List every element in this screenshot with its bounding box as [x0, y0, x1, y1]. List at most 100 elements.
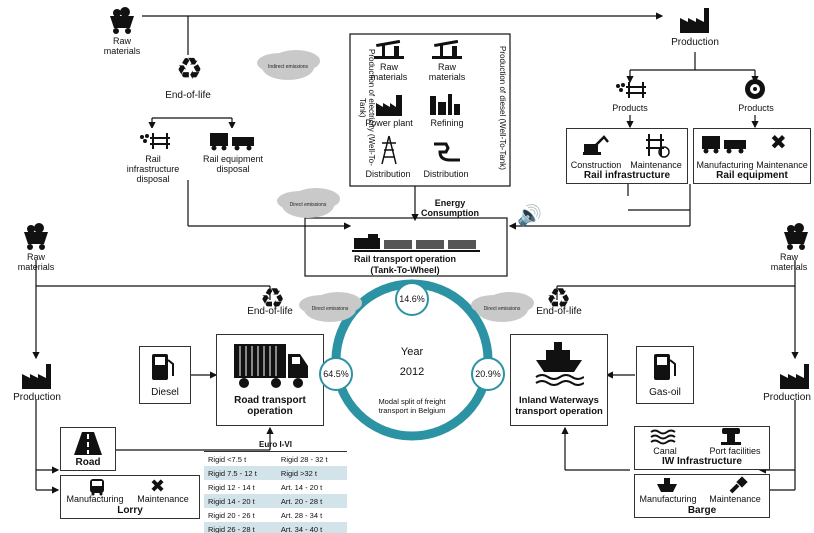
production-label-left: Production [13, 392, 61, 403]
mining-cart-icon-left [22, 220, 50, 255]
tank-to-wheel-label: (Tank-To-Wheel) [370, 265, 440, 275]
raw-materials-left-label: Raw materials [17, 252, 55, 272]
barge-label: Barge [687, 505, 717, 516]
rail-equip-disposal-label: Rail equipment disposal [202, 154, 264, 174]
products-2-label: Products [738, 103, 774, 113]
rail-infra-disposal-label: Rail infrastructure disposal [126, 154, 180, 184]
fuel-pump-icon [150, 352, 176, 387]
barge-box [634, 474, 770, 518]
maintenance-barge-label: Maintenance [709, 494, 761, 504]
table-cell: Rigid >32 t [276, 466, 347, 480]
production-label-right: Production [763, 392, 811, 403]
rail-operation-label: Rail transport operation [353, 254, 456, 264]
recycle-icon: ♻ [176, 53, 203, 86]
direct-emissions-cloud-rail: Direct emissions [282, 192, 334, 218]
mining-cart-icon-right [782, 220, 810, 255]
iw-infrastructure-title: IW Infrastructure [661, 456, 742, 467]
train-cars-icon [208, 131, 256, 156]
manufacturing-label-rail: Manufacturing [696, 160, 754, 170]
table-cell: Art. 34 - 40 t [276, 522, 347, 533]
barge-icon [656, 476, 678, 499]
table-cell: Rigid 28 - 32 t [280, 454, 328, 464]
ship-icon [534, 340, 585, 391]
train-cars-icon-2 [700, 134, 748, 159]
oil-pump-icon [372, 38, 406, 65]
direct-emissions-iww-label: Direct emissions [483, 306, 521, 312]
raw-materials-2-label: Raw materials [428, 62, 466, 82]
distribution-2-label: Distribution [423, 169, 469, 179]
mining-cart-icon [108, 4, 136, 39]
table-row: Rigid 20 - 26 t Art. 28 - 34 t [204, 508, 347, 522]
power-plant-label: Power plant [365, 118, 413, 128]
production-label-top: Production [671, 37, 719, 48]
wheel-disc-icon [744, 78, 766, 105]
raw-materials-right-label: Raw materials [770, 252, 808, 272]
rail-track-icon-2 [612, 80, 648, 105]
products-1-label: Products [612, 103, 648, 113]
modal-split-caption: Modal split of freight transport in Belg… [378, 397, 446, 415]
refinery-icon [428, 92, 462, 121]
road-label: Road [75, 457, 101, 468]
direct-emissions-label: Direct emissions [289, 202, 327, 208]
factory-icon-right [778, 360, 812, 395]
maintenance-2-label: Maintenance [756, 160, 808, 170]
maintenance-1-label: Maintenance [630, 160, 682, 170]
lorry-box [60, 475, 200, 519]
factory-icon [678, 4, 712, 39]
paint-brush-icon [728, 476, 748, 499]
speaker-noise-icon: 🔊 [517, 205, 542, 227]
distribution-1-label: Distribution [365, 169, 411, 179]
manufacturing-barge-label: Manufacturing [639, 494, 697, 504]
recycle-icon-right: ♻ [546, 283, 572, 314]
pct-iww-badge: 20.9% [471, 357, 505, 391]
table-cell: Rigid 26 - 28 t [204, 522, 277, 533]
tools-icon: ✖ [770, 132, 787, 154]
energy-consumption-label: Energy Consumption [421, 198, 479, 218]
raw-materials-label: Raw materials [103, 36, 141, 56]
direct-emissions-cloud-road: Direct emissions [304, 296, 356, 322]
power-tower-icon [378, 135, 400, 170]
factory-icon-left [20, 360, 54, 395]
lorry-label: Lorry [117, 505, 143, 516]
canal-label: Canal [653, 446, 677, 456]
year-value: 2012 [399, 366, 425, 378]
table-cell: Rigid 14 - 20 t [204, 494, 277, 508]
table-cell: Art. 14 - 20 t [280, 482, 323, 492]
table-cell: Rigid 7.5 - 12 t [204, 466, 277, 480]
direct-emissions-cloud-iww: Direct emissions [476, 296, 528, 322]
freight-train-icon [352, 232, 482, 259]
indirect-emissions-cloud: Indirect emissions [262, 54, 314, 80]
diesel-label: Diesel [151, 387, 179, 398]
oil-pump-icon-2 [430, 38, 464, 65]
pct-rail-badge: 14.6% [395, 282, 429, 316]
fuel-nozzle-icon [432, 138, 462, 167]
disposal-group [110, 128, 278, 180]
indirect-emissions-label: Indirect emissions [267, 64, 308, 70]
recycle-icon-left: ♻ [260, 283, 286, 314]
iww-operation-label: Inland Waterways transport operation [515, 395, 603, 417]
rail-equipment-title: Rail equipment [716, 170, 788, 181]
fuel-pump-icon-right [652, 352, 678, 387]
euro-table-header: Euro I-VI [204, 437, 347, 452]
table-cell: Rigid 20 - 26 t [208, 510, 255, 520]
pct-road-badge: 64.5% [319, 357, 353, 391]
road-operation-label: Road transport operation [234, 395, 306, 417]
direct-emissions-road-label: Direct emissions [311, 306, 349, 312]
end-of-life-label: End-of-life [165, 90, 211, 101]
power-plant-icon [374, 93, 404, 122]
end-of-life-left-label: End-of-life [247, 306, 293, 317]
year-label: Year [400, 346, 424, 358]
tools-icon-lorry: ✖ [150, 476, 166, 496]
gas-oil-label: Gas-oil [649, 387, 681, 398]
truck-icon [232, 340, 310, 395]
table-cell: Art. 20 - 28 t [276, 494, 347, 508]
port-bollard-icon [720, 426, 742, 451]
table-cell: Art. 28 - 34 t [280, 510, 323, 520]
